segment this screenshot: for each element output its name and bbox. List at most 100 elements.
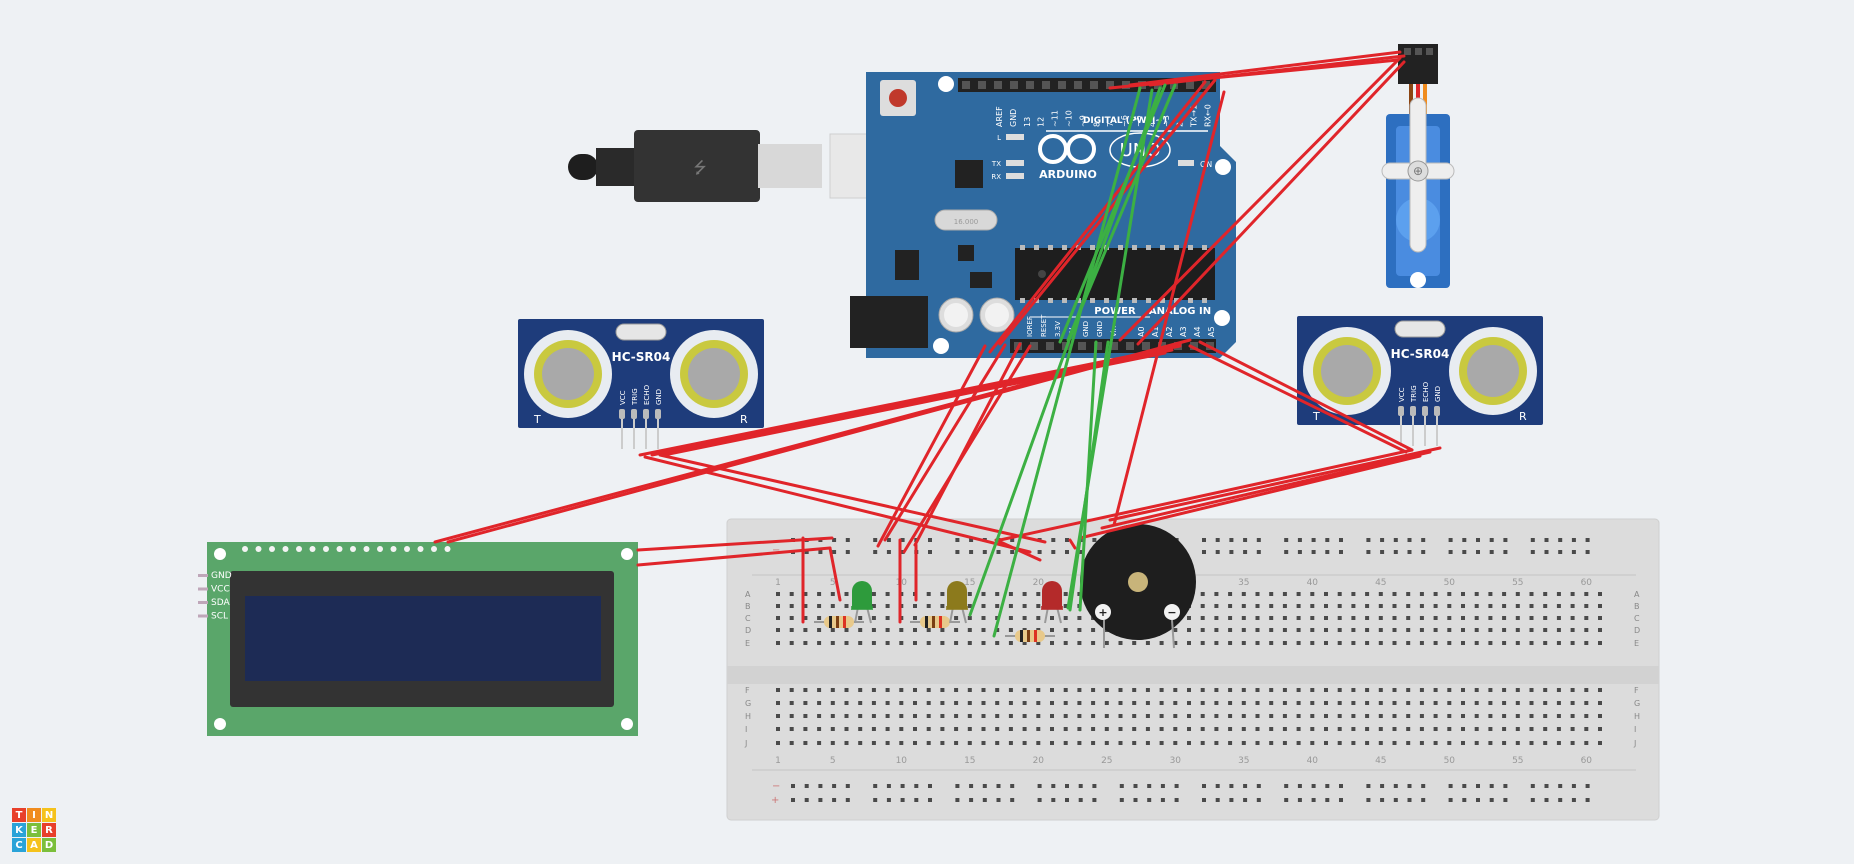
breadboard-hole — [1104, 641, 1109, 645]
header-pin[interactable] — [994, 81, 1002, 89]
sensor-pin[interactable] — [619, 409, 625, 419]
column-number: 50 — [1444, 578, 1456, 588]
led[interactable] — [1042, 581, 1062, 609]
breadboard-hole — [1447, 701, 1452, 705]
breadboard-hole — [913, 741, 917, 745]
rail-hole — [1585, 784, 1590, 788]
header-pin[interactable] — [962, 81, 970, 89]
header-pin[interactable] — [1202, 81, 1210, 89]
header-pin[interactable] — [1190, 342, 1198, 350]
wire-green[interactable] — [1058, 83, 1167, 344]
header-pin[interactable] — [1094, 342, 1102, 350]
wire-red[interactable] — [1068, 538, 1077, 550]
header-pin[interactable] — [1046, 342, 1054, 350]
breadboard-hole — [1406, 688, 1411, 692]
wire-red[interactable] — [1108, 58, 1400, 90]
led[interactable] — [852, 581, 872, 609]
breadboard-hole — [1036, 616, 1041, 620]
header-pin[interactable] — [978, 81, 986, 89]
wire-red[interactable] — [988, 80, 1207, 354]
breadboard-hole — [803, 714, 808, 718]
breadboard-hole — [1447, 641, 1452, 645]
wire-red[interactable] — [1198, 340, 1414, 452]
header-pin[interactable] — [1074, 81, 1082, 89]
wire-red[interactable] — [1188, 344, 1408, 454]
wire-green[interactable] — [1068, 340, 1110, 612]
breadboard-hole — [1529, 628, 1534, 632]
breadboard-hole — [1488, 641, 1493, 645]
breadboard-hole — [1502, 714, 1507, 718]
servo-motor[interactable]: ⊕ — [1381, 44, 1455, 288]
wire-red[interactable] — [1118, 56, 1402, 342]
header-pin[interactable] — [1090, 81, 1098, 89]
header-pin[interactable] — [1186, 81, 1194, 89]
reset-button[interactable] — [889, 89, 907, 107]
mount-hole — [933, 338, 949, 354]
header-pin[interactable] — [1142, 342, 1150, 350]
rail-hole — [1010, 538, 1015, 542]
header-pin[interactable] — [1078, 342, 1086, 350]
wire-green[interactable] — [992, 86, 1142, 638]
breadboard-hole — [899, 741, 904, 745]
breadboard-hole — [1392, 628, 1397, 632]
header-pin[interactable] — [1026, 81, 1034, 89]
wire-red[interactable] — [1112, 90, 1226, 527]
wire-red[interactable] — [883, 343, 1007, 542]
wire-red[interactable] — [998, 448, 1414, 542]
wire-red[interactable] — [828, 546, 842, 602]
header-pin[interactable] — [1030, 342, 1038, 350]
wire-red[interactable] — [1136, 60, 1406, 346]
breadboard-hole — [926, 701, 931, 705]
wire-red[interactable] — [1078, 454, 1422, 540]
header-pin[interactable] — [1058, 81, 1066, 89]
breadboard-hole — [1351, 714, 1356, 718]
sensor-pin[interactable] — [1410, 406, 1416, 416]
sensor-pin[interactable] — [1422, 406, 1428, 416]
breadboard-hole — [1077, 741, 1082, 745]
wires[interactable] — [433, 50, 1442, 638]
breadboard-hole — [844, 688, 849, 692]
sensor-pin[interactable] — [631, 409, 637, 419]
header-pin[interactable] — [1126, 342, 1134, 350]
wire-red[interactable] — [636, 536, 834, 552]
breadboard-hole — [1337, 688, 1342, 692]
breadboard-hole — [1502, 641, 1507, 645]
header-pin[interactable] — [1106, 81, 1114, 89]
rail-hole — [1297, 784, 1302, 788]
breadboard-hole — [1433, 714, 1438, 718]
breadboard-hole — [1200, 616, 1205, 620]
wire-red[interactable] — [902, 344, 1032, 554]
wire-red[interactable] — [1108, 446, 1442, 522]
breadboard-hole — [1187, 741, 1191, 745]
sensor-pin[interactable] — [655, 409, 661, 419]
rail-hole — [1037, 798, 1042, 802]
wire-red[interactable] — [446, 342, 1182, 544]
wire-green[interactable] — [968, 86, 1162, 617]
header-pin[interactable] — [1010, 81, 1018, 89]
components[interactable]: +− — [814, 524, 1196, 649]
breadboard-hole — [1474, 688, 1479, 692]
wire-red[interactable] — [1100, 450, 1432, 530]
servo-hub — [1407, 160, 1429, 182]
sensor-pin[interactable] — [1434, 406, 1440, 416]
wire-red[interactable] — [1128, 50, 1402, 87]
wire-red[interactable] — [913, 342, 1022, 547]
column-number: 35 — [1238, 578, 1249, 588]
header-pin[interactable] — [1042, 81, 1050, 89]
sensor-pin[interactable] — [1398, 406, 1404, 416]
header-pin[interactable] — [1110, 342, 1118, 350]
wire-red[interactable] — [876, 344, 987, 548]
wire-red[interactable] — [636, 546, 832, 567]
rail-hole — [955, 784, 960, 788]
wire-red[interactable] — [658, 453, 1047, 544]
sensor-pin[interactable] — [643, 409, 649, 419]
breadboard-hole — [1474, 616, 1479, 620]
wire-red[interactable] — [638, 344, 1182, 457]
led[interactable] — [947, 581, 967, 609]
crystal — [1394, 320, 1446, 338]
